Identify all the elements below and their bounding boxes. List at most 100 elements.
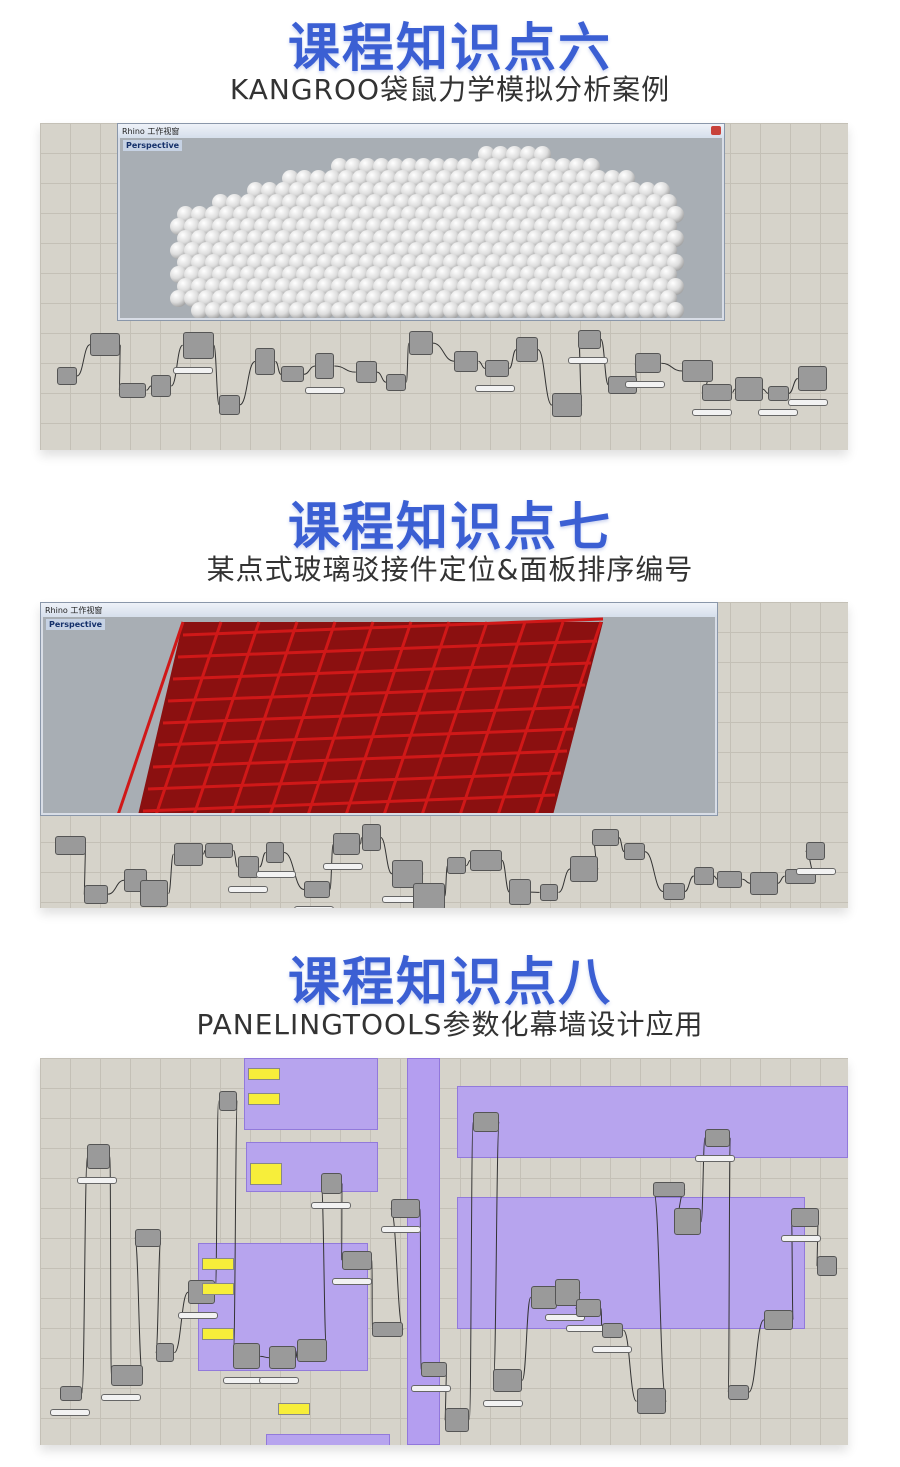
- gh-component[interactable]: [570, 855, 599, 883]
- gh-component[interactable]: [624, 842, 645, 861]
- number-slider[interactable]: [625, 381, 666, 389]
- gh-component[interactable]: [54, 836, 87, 856]
- gh-component[interactable]: [134, 1229, 161, 1247]
- gh-component[interactable]: [485, 359, 510, 378]
- gh-component[interactable]: [473, 1112, 500, 1133]
- number-slider[interactable]: [695, 1154, 736, 1162]
- gh-component[interactable]: [408, 331, 433, 355]
- gh-component[interactable]: [265, 842, 285, 863]
- gh-component[interactable]: [233, 1343, 261, 1370]
- gh-component[interactable]: [516, 337, 538, 362]
- gh-component[interactable]: [728, 1384, 749, 1400]
- yellow-panel[interactable]: [202, 1328, 234, 1340]
- number-slider[interactable]: [172, 367, 213, 375]
- gh-component[interactable]: [173, 842, 204, 866]
- gh-component[interactable]: [420, 1362, 447, 1377]
- gh-component[interactable]: [797, 365, 828, 392]
- gh-component[interactable]: [791, 1208, 819, 1227]
- gh-component[interactable]: [255, 347, 276, 376]
- number-slider[interactable]: [294, 905, 335, 908]
- gh-component[interactable]: [237, 856, 260, 878]
- number-slider[interactable]: [380, 1226, 421, 1234]
- number-slider[interactable]: [568, 356, 609, 364]
- gh-component[interactable]: [805, 842, 825, 861]
- gh-component[interactable]: [83, 884, 108, 904]
- gh-component[interactable]: [635, 353, 662, 374]
- gh-component[interactable]: [205, 842, 234, 859]
- gh-component[interactable]: [717, 870, 743, 888]
- gh-component[interactable]: [470, 849, 502, 871]
- gh-component[interactable]: [182, 331, 214, 360]
- gh-component[interactable]: [578, 329, 601, 349]
- gh-component[interactable]: [297, 1339, 327, 1363]
- gh-component[interactable]: [57, 367, 77, 385]
- number-slider[interactable]: [483, 1399, 524, 1407]
- number-slider[interactable]: [475, 385, 516, 393]
- gh-component[interactable]: [705, 1128, 731, 1147]
- number-slider[interactable]: [787, 399, 828, 407]
- close-icon[interactable]: [711, 126, 721, 135]
- number-slider[interactable]: [255, 870, 296, 878]
- viewport-label[interactable]: Perspective: [123, 140, 183, 151]
- gh-component[interactable]: [280, 366, 304, 383]
- yellow-panel[interactable]: [248, 1068, 280, 1080]
- gh-component[interactable]: [111, 1364, 143, 1386]
- gh-component[interactable]: [140, 880, 169, 907]
- gh-component[interactable]: [601, 1322, 624, 1338]
- number-slider[interactable]: [49, 1408, 90, 1416]
- gh-component[interactable]: [653, 1181, 686, 1197]
- gh-component[interactable]: [90, 333, 121, 356]
- number-slider[interactable]: [758, 408, 799, 416]
- number-slider[interactable]: [331, 1278, 372, 1286]
- number-slider[interactable]: [565, 1325, 606, 1333]
- gh-component[interactable]: [341, 1250, 373, 1271]
- yellow-panel[interactable]: [250, 1163, 282, 1185]
- gh-component[interactable]: [530, 1285, 557, 1309]
- gh-component[interactable]: [750, 871, 778, 895]
- number-slider[interactable]: [101, 1393, 142, 1401]
- yellow-panel[interactable]: [278, 1403, 310, 1415]
- number-slider[interactable]: [544, 1313, 585, 1321]
- number-slider[interactable]: [323, 863, 364, 871]
- gh-component[interactable]: [355, 360, 378, 384]
- gh-component[interactable]: [372, 1322, 404, 1337]
- gh-component[interactable]: [413, 882, 445, 908]
- number-slider[interactable]: [305, 387, 346, 395]
- gh-component[interactable]: [493, 1368, 523, 1392]
- viewport-label[interactable]: Perspective: [46, 619, 106, 630]
- gh-component[interactable]: [315, 352, 335, 380]
- gh-component[interactable]: [155, 1343, 175, 1362]
- number-slider[interactable]: [227, 885, 268, 893]
- number-slider[interactable]: [259, 1377, 300, 1385]
- number-slider[interactable]: [77, 1177, 118, 1185]
- yellow-panel[interactable]: [202, 1283, 234, 1295]
- number-slider[interactable]: [691, 409, 732, 417]
- gh-component[interactable]: [269, 1346, 296, 1370]
- gh-component[interactable]: [87, 1144, 110, 1170]
- gh-component[interactable]: [734, 377, 763, 401]
- gh-component[interactable]: [218, 1090, 238, 1111]
- yellow-panel[interactable]: [202, 1258, 234, 1270]
- gh-component[interactable]: [663, 882, 685, 901]
- gh-component[interactable]: [816, 1256, 838, 1276]
- number-slider[interactable]: [591, 1345, 632, 1353]
- gh-component[interactable]: [636, 1388, 667, 1415]
- gh-component[interactable]: [763, 1310, 793, 1330]
- gh-component[interactable]: [321, 1172, 342, 1194]
- gh-component[interactable]: [701, 383, 733, 402]
- gh-component[interactable]: [151, 375, 172, 397]
- gh-component[interactable]: [682, 359, 713, 383]
- number-slider[interactable]: [795, 868, 836, 876]
- gh-component[interactable]: [219, 394, 240, 415]
- gh-component[interactable]: [552, 392, 583, 418]
- gh-component[interactable]: [119, 382, 147, 398]
- number-slider[interactable]: [311, 1201, 352, 1209]
- number-slider[interactable]: [781, 1234, 822, 1242]
- gh-component[interactable]: [304, 881, 330, 898]
- gh-component[interactable]: [59, 1385, 82, 1401]
- gh-component[interactable]: [768, 386, 789, 401]
- gh-component[interactable]: [361, 823, 381, 851]
- number-slider[interactable]: [178, 1312, 219, 1320]
- number-slider[interactable]: [410, 1384, 451, 1392]
- number-slider[interactable]: [223, 1377, 264, 1385]
